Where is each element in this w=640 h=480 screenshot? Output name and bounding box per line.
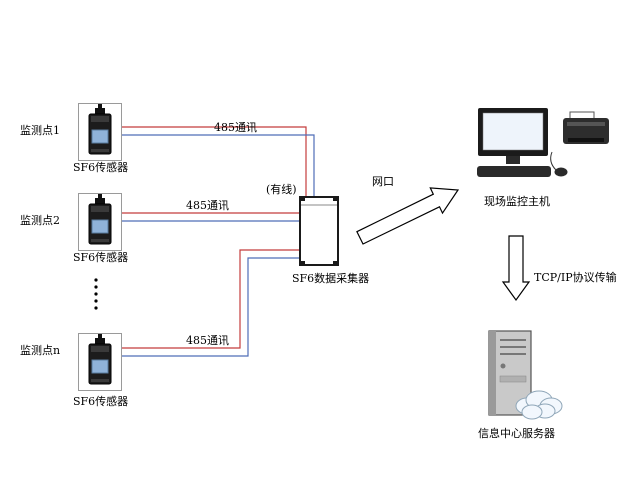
- sensor-1-icon: [78, 103, 122, 161]
- label-485-1: 485通讯: [214, 121, 257, 134]
- label-tcpip: TCP/IP协议传输: [534, 271, 617, 284]
- collector-icon: [299, 196, 339, 266]
- tcpip-arrow: [501, 235, 531, 302]
- label-485-2: 485通讯: [186, 199, 229, 212]
- label-point-n: 监测点n: [20, 344, 61, 357]
- wires-sensor-1: [122, 126, 315, 197]
- label-point-1: 监测点1: [20, 124, 60, 137]
- host-computer-icon: [477, 108, 568, 177]
- wires-sensor-2: [122, 212, 300, 222]
- label-485-3: 485通讯: [186, 334, 229, 347]
- label-host: 现场监控主机: [484, 195, 550, 208]
- label-point-2: 监测点2: [20, 214, 60, 227]
- label-collector: SF6数据采集器: [292, 272, 370, 285]
- label-sensor-1: SF6传感器: [73, 161, 129, 174]
- wires-sensor-n: [122, 249, 300, 357]
- label-net-port: 网口: [372, 175, 394, 188]
- network-arrow: [356, 187, 460, 245]
- cloud-icon: [515, 390, 563, 420]
- label-wired: (有线): [266, 183, 297, 196]
- label-sensor-2: SF6传感器: [73, 251, 129, 264]
- ellipsis-dots: [94, 278, 98, 310]
- sensor-2-icon: [78, 193, 122, 251]
- label-server: 信息中心服务器: [478, 427, 555, 440]
- printer-icon: [563, 111, 609, 144]
- sensor-n-icon: [78, 333, 122, 391]
- label-sensor-n: SF6传感器: [73, 395, 129, 408]
